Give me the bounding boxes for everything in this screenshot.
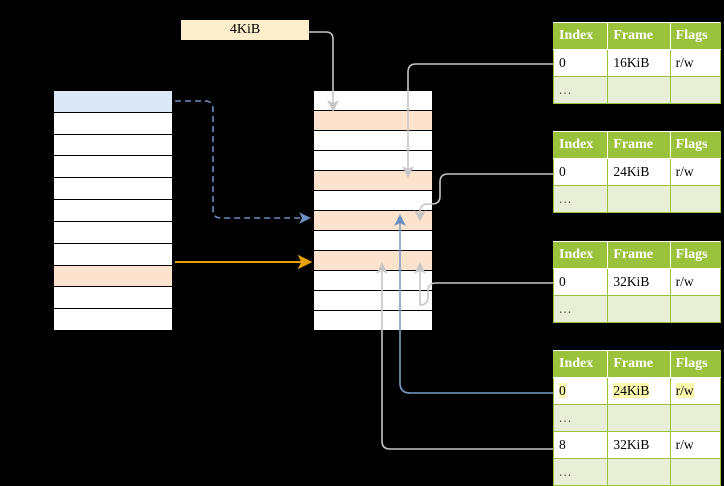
table-cell-frame — [607, 458, 671, 486]
table-cell-index: ... — [552, 76, 609, 104]
physical-frame-row[interactable] — [313, 130, 433, 151]
table-cell-frame: 24KiB — [607, 377, 671, 405]
physical-frame-row[interactable] — [313, 310, 433, 331]
physical-frame-row[interactable] — [313, 250, 433, 271]
table-cell-flags — [669, 458, 722, 486]
physical-frame-row[interactable] — [313, 110, 433, 131]
virtual-page-row[interactable] — [53, 111, 173, 135]
virtual-page-row[interactable] — [53, 308, 173, 331]
column-header-flags: Flags — [669, 241, 722, 269]
table-cell-frame: 32KiB — [607, 431, 671, 459]
table-cell-index: 0 — [552, 49, 609, 77]
table-cell-flags: r/w — [669, 377, 722, 405]
wire-table3-to-frame — [414, 262, 553, 306]
table-cell-flags — [669, 295, 722, 323]
column-header-frame: Frame — [607, 22, 671, 50]
table-cell-frame: 16KiB — [607, 49, 671, 77]
column-header-index: Index — [552, 350, 609, 378]
table-cell-index: 0 — [552, 158, 609, 186]
physical-frame-row[interactable] — [313, 230, 433, 251]
physical-frame-row[interactable] — [313, 90, 433, 111]
table-cell-flags: r/w — [669, 49, 722, 77]
column-header-flags: Flags — [669, 22, 722, 50]
physical-frame-row[interactable] — [313, 290, 433, 311]
table-cell-flags — [669, 185, 722, 213]
virtual-page-row[interactable] — [53, 286, 173, 310]
virtual-page-row[interactable] — [53, 90, 173, 113]
column-header-flags: Flags — [669, 131, 722, 159]
physical-frame-row[interactable] — [313, 210, 433, 231]
wire-table2-to-frame — [414, 173, 553, 222]
table-cell-index: ... — [552, 458, 609, 486]
table-cell-frame — [607, 185, 671, 213]
column-header-frame: Frame — [607, 131, 671, 159]
table-cell-index: ... — [552, 185, 609, 213]
column-header-frame: Frame — [607, 350, 671, 378]
table-cell-flags: r/w — [669, 158, 722, 186]
physical-frame-row[interactable] — [313, 170, 433, 191]
virtual-page-row[interactable] — [53, 155, 173, 179]
physical-frame-row[interactable] — [313, 190, 433, 211]
virtual-page-row[interactable] — [53, 177, 173, 201]
table-ellipsis-row[interactable]: ... — [552, 295, 722, 323]
wire-virtual-page-to-frame-dashed — [175, 100, 311, 224]
virtual-page-row[interactable] — [53, 133, 173, 157]
physical-memory-column — [313, 90, 433, 331]
table-ellipsis-row[interactable]: ... — [552, 404, 722, 432]
table-cell-index: 0 — [552, 268, 609, 296]
virtual-address-space-column — [53, 90, 173, 331]
column-header-frame: Frame — [607, 241, 671, 269]
table-cell-flags: r/w — [669, 268, 722, 296]
physical-frame-row[interactable] — [313, 270, 433, 291]
virtual-page-row[interactable] — [53, 220, 173, 244]
virtual-page-row[interactable] — [53, 242, 173, 266]
virtual-page-row[interactable] — [53, 264, 173, 288]
table-cell-frame — [607, 76, 671, 104]
table-ellipsis-row[interactable]: ... — [552, 76, 722, 104]
page-size-label: 4KiB — [181, 20, 309, 40]
table-cell-index: 8 — [552, 431, 609, 459]
table-cell-frame: 32KiB — [607, 268, 671, 296]
column-header-flags: Flags — [669, 350, 722, 378]
virtual-page-row[interactable] — [53, 199, 173, 222]
table-cell-flags: r/w — [669, 431, 722, 459]
table-cell-frame — [607, 295, 671, 323]
table-cell-index: ... — [552, 295, 609, 323]
table-cell-flags — [669, 404, 722, 432]
table-cell-flags — [669, 76, 722, 104]
table-cell-index: ... — [552, 404, 609, 432]
physical-frame-row[interactable] — [313, 150, 433, 171]
table-ellipsis-row[interactable]: ... — [552, 458, 722, 486]
column-header-index: Index — [552, 22, 609, 50]
column-header-index: Index — [552, 131, 609, 159]
table-cell-index: 0 — [552, 377, 609, 405]
table-cell-frame — [607, 404, 671, 432]
column-header-index: Index — [552, 241, 609, 269]
table-ellipsis-row[interactable]: ... — [552, 185, 722, 213]
table-cell-frame: 24KiB — [607, 158, 671, 186]
